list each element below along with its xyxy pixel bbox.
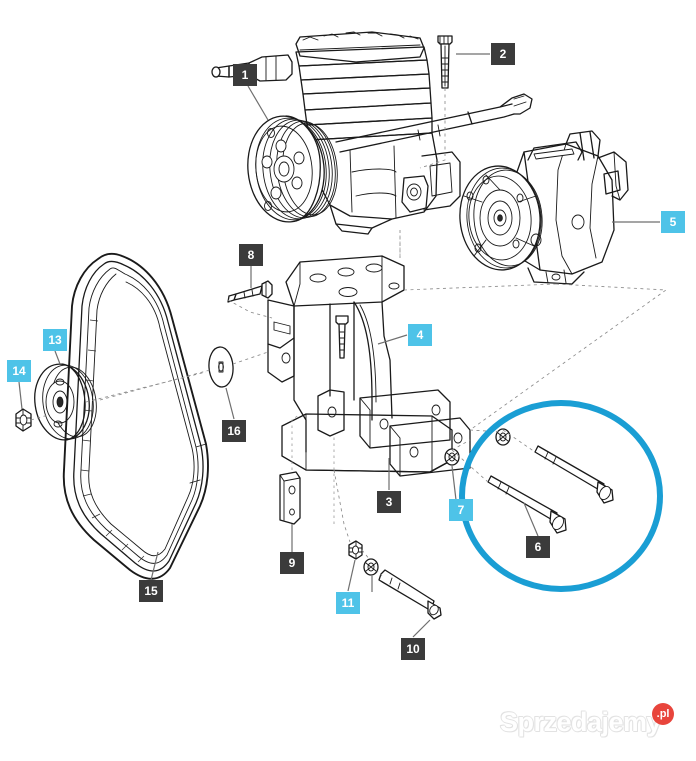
- leader-1: [247, 85, 269, 121]
- watermark-text: Sprzedajemy: [500, 707, 662, 737]
- part-bolt-2: [437, 35, 453, 89]
- part-nut-11: [348, 540, 363, 560]
- part-washer-7-bottom: [363, 558, 379, 576]
- callout-label-1[interactable]: 1: [234, 65, 256, 85]
- leader-4: [377, 334, 408, 345]
- assembly-guide-lines: [30, 88, 668, 577]
- leader-13: [54, 350, 61, 365]
- callout-label-7[interactable]: 7: [450, 500, 472, 520]
- part-long-bolts-6: [487, 445, 614, 534]
- callout-label-3[interactable]: 3: [378, 492, 400, 512]
- leader-15: [150, 551, 159, 581]
- part-bolt-10: [378, 569, 442, 620]
- part-spacer-9: [279, 471, 301, 525]
- callout-label-16[interactable]: 16: [223, 421, 245, 441]
- part-ac-compressor: [459, 130, 629, 285]
- watermark-tld-badge: .pl: [652, 703, 675, 725]
- callout-label-5[interactable]: 5: [662, 212, 684, 232]
- site-watermark: Sprzedajemy .pl: [500, 703, 675, 737]
- callout-label-11[interactable]: 11: [337, 593, 359, 613]
- highlight-circle: [459, 400, 663, 592]
- part-washer-16: [208, 346, 234, 388]
- callout-label-4[interactable]: 4: [409, 325, 431, 345]
- callout-label-6[interactable]: 6: [527, 537, 549, 557]
- part-drive-belt-15: [62, 252, 209, 580]
- leader-6: [523, 502, 539, 537]
- part-washer-7-right: [444, 428, 511, 466]
- part-bolt-8: [227, 280, 273, 303]
- leader-7-right: [451, 465, 457, 501]
- callout-label-10[interactable]: 10: [402, 639, 424, 659]
- part-air-compressor: [211, 31, 533, 235]
- callout-label-14[interactable]: 14: [8, 361, 30, 381]
- leader-11: [347, 559, 356, 592]
- part-nut-14: [15, 408, 32, 432]
- leader-16: [225, 387, 235, 420]
- callout-label-8[interactable]: 8: [240, 245, 262, 265]
- leader-14: [18, 381, 23, 410]
- part-mounting-bracket: [267, 255, 471, 477]
- leader-10: [412, 619, 431, 638]
- callout-label-2[interactable]: 2: [492, 44, 514, 64]
- callout-label-9[interactable]: 9: [281, 553, 303, 573]
- callout-label-15[interactable]: 15: [140, 581, 162, 601]
- callout-label-13[interactable]: 13: [44, 330, 66, 350]
